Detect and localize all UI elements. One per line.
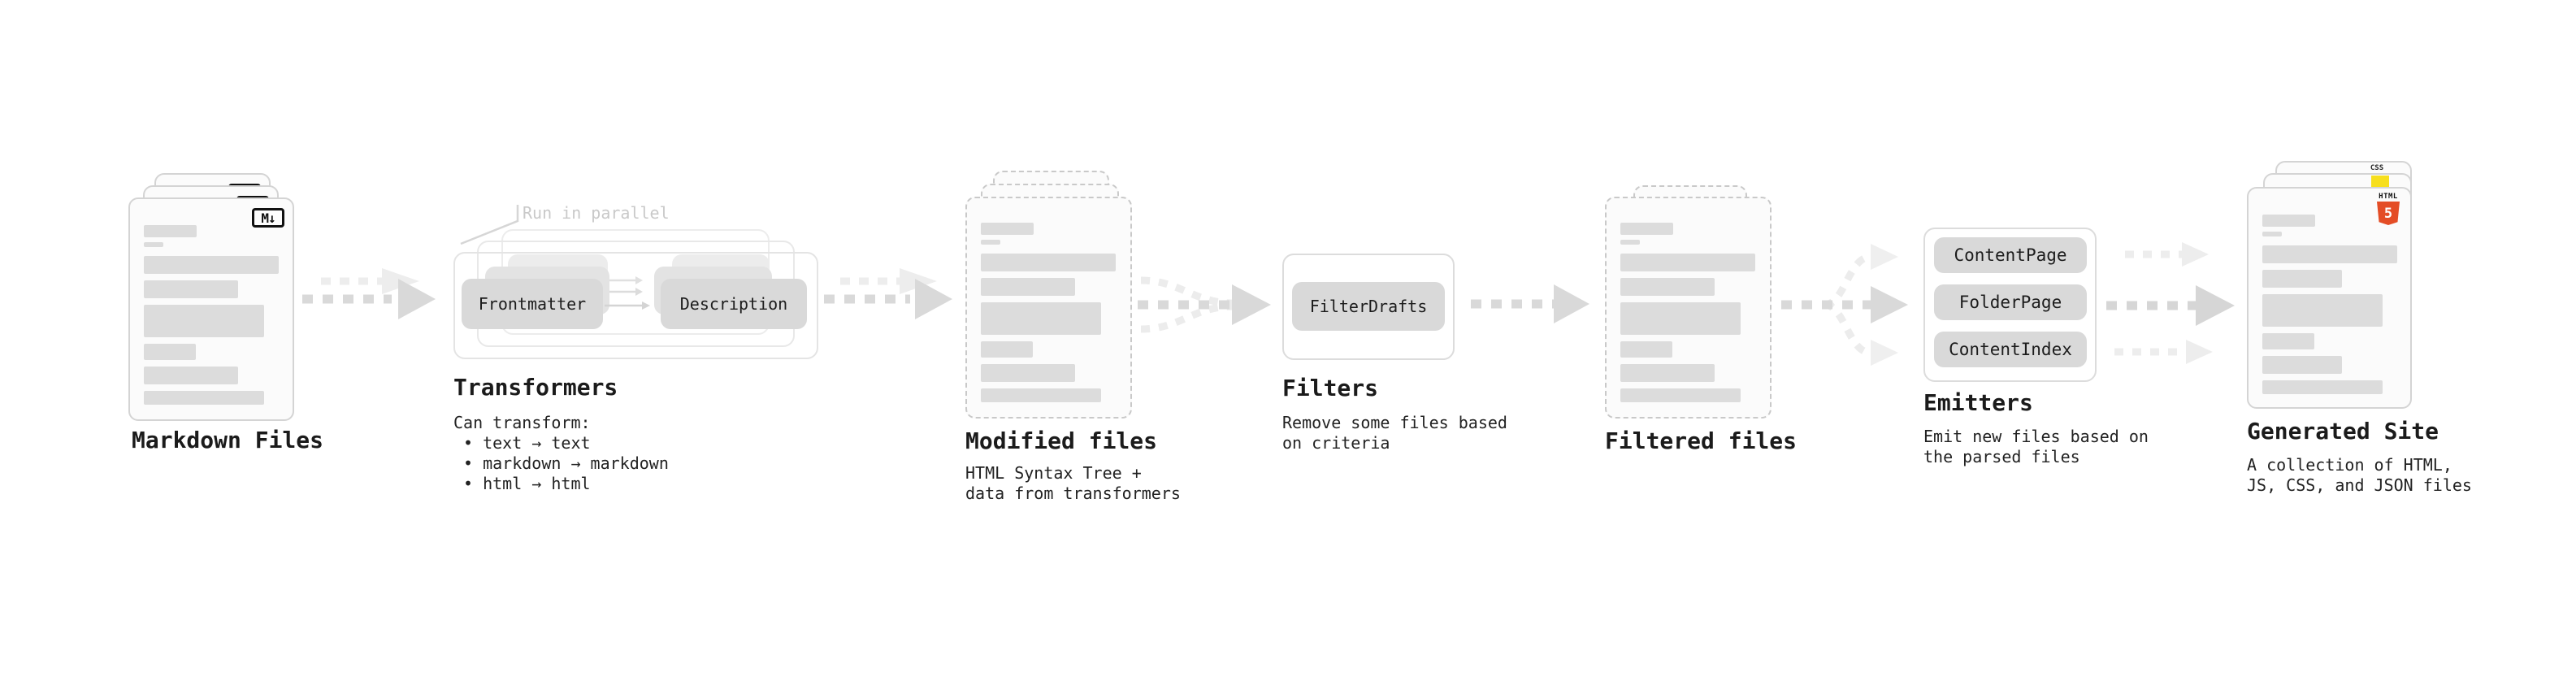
doc-text-bar (981, 364, 1075, 382)
html5-icon: HTML 5 (2376, 193, 2400, 225)
doc-text-bar (981, 254, 1116, 271)
doc-text-bar (2262, 294, 2383, 327)
arrow-emitters-to-generated (2106, 242, 2235, 364)
doc-text-bar (2262, 232, 2282, 236)
doc-text-bar (2262, 380, 2383, 394)
doc-text-bar (144, 305, 264, 337)
arrow-modified-to-filters-merge (1138, 276, 1271, 333)
transformer-mini-arrows (605, 276, 650, 310)
transformer-layer-front (453, 252, 818, 359)
markdown-doc-front: M↓ (128, 197, 294, 421)
modified-files-subtitle: HTML Syntax Tree + (965, 463, 1142, 483)
transformers-bullet: • text → text (463, 433, 591, 453)
doc-text-bar (1620, 302, 1741, 335)
doc-text-bar (981, 388, 1101, 402)
transformers-intro: Can transform: (453, 413, 591, 432)
transformer-pill-frontmatter: Frontmatter (462, 279, 603, 329)
doc-text-bar (981, 278, 1075, 296)
emitter-pill-folderpage: FolderPage (1934, 284, 2087, 320)
doc-text-bar (144, 256, 279, 274)
stage-title-modified-files: Modified files (965, 427, 1158, 454)
emitters-subtitle: the parsed files (1923, 447, 2080, 466)
stage-title-filtered-files: Filtered files (1605, 427, 1798, 454)
doc-text-bar (1620, 254, 1755, 271)
generated-site-subtitle: JS, CSS, and JSON files (2247, 475, 2472, 495)
stage-title-filters: Filters (1282, 375, 1379, 401)
doc-text-bar (2262, 356, 2342, 374)
doc-text-bar (1620, 240, 1640, 245)
filter-pill-filterdrafts: FilterDrafts (1292, 282, 1445, 331)
js-icon (2371, 176, 2389, 189)
doc-text-bar (981, 341, 1033, 358)
doc-text-bar (2262, 215, 2315, 227)
doc-text-bar (981, 223, 1034, 235)
emitters-subtitle: Emit new files based on (1923, 427, 2149, 446)
transformers-bullet: • markdown → markdown (463, 453, 669, 473)
filtered-doc-front (1605, 197, 1772, 419)
filters-subtitle: on criteria (1282, 433, 1390, 453)
doc-text-bar (144, 367, 238, 384)
arrow-markdown-to-transformers (302, 268, 436, 319)
doc-text-bar (981, 240, 1000, 245)
doc-text-bar (144, 344, 196, 360)
stage-title-generated-site: Generated Site (2247, 418, 2439, 445)
stage-title-transformers: Transformers (453, 374, 618, 401)
doc-text-bar (981, 302, 1101, 335)
doc-text-bar (144, 242, 163, 247)
filters-subtitle: Remove some files based (1282, 413, 1507, 432)
doc-text-bar (144, 225, 197, 237)
doc-text-bar (1620, 223, 1673, 235)
doc-text-bar (1620, 278, 1715, 296)
doc-text-bar (1620, 388, 1741, 402)
modified-doc-front (965, 197, 1132, 419)
emitter-pill-contentpage: ContentPage (1934, 237, 2087, 273)
arrow-filtered-to-emitters-fanout (1781, 244, 1908, 366)
stage-title-emitters: Emitters (1923, 389, 2033, 416)
doc-text-bar (2262, 245, 2397, 263)
doc-text-bar (2262, 333, 2314, 349)
callout-leader-line (460, 205, 519, 245)
doc-text-bar (1620, 341, 1672, 358)
doc-text-bar (144, 391, 264, 405)
transformers-bullet: • html → html (463, 474, 591, 493)
markdown-icon: M↓ (252, 208, 284, 228)
doc-text-bar (144, 280, 238, 298)
arrow-filters-to-filtered (1471, 284, 1589, 323)
run-in-parallel-label: Run in parallel (523, 203, 670, 223)
stage-title-markdown-files: Markdown Files (132, 427, 324, 453)
transformer-pill-description: Description (661, 279, 807, 329)
emitter-pill-contentindex: ContentIndex (1934, 332, 2087, 367)
generated-site-subtitle: A collection of HTML, (2247, 455, 2452, 475)
generated-doc-html: HTML 5 (2247, 187, 2412, 409)
arrow-transformers-to-modified (824, 268, 952, 319)
modified-files-subtitle: data from transformers (965, 484, 1181, 503)
doc-text-bar (1620, 364, 1715, 382)
doc-text-bar (2262, 270, 2342, 288)
